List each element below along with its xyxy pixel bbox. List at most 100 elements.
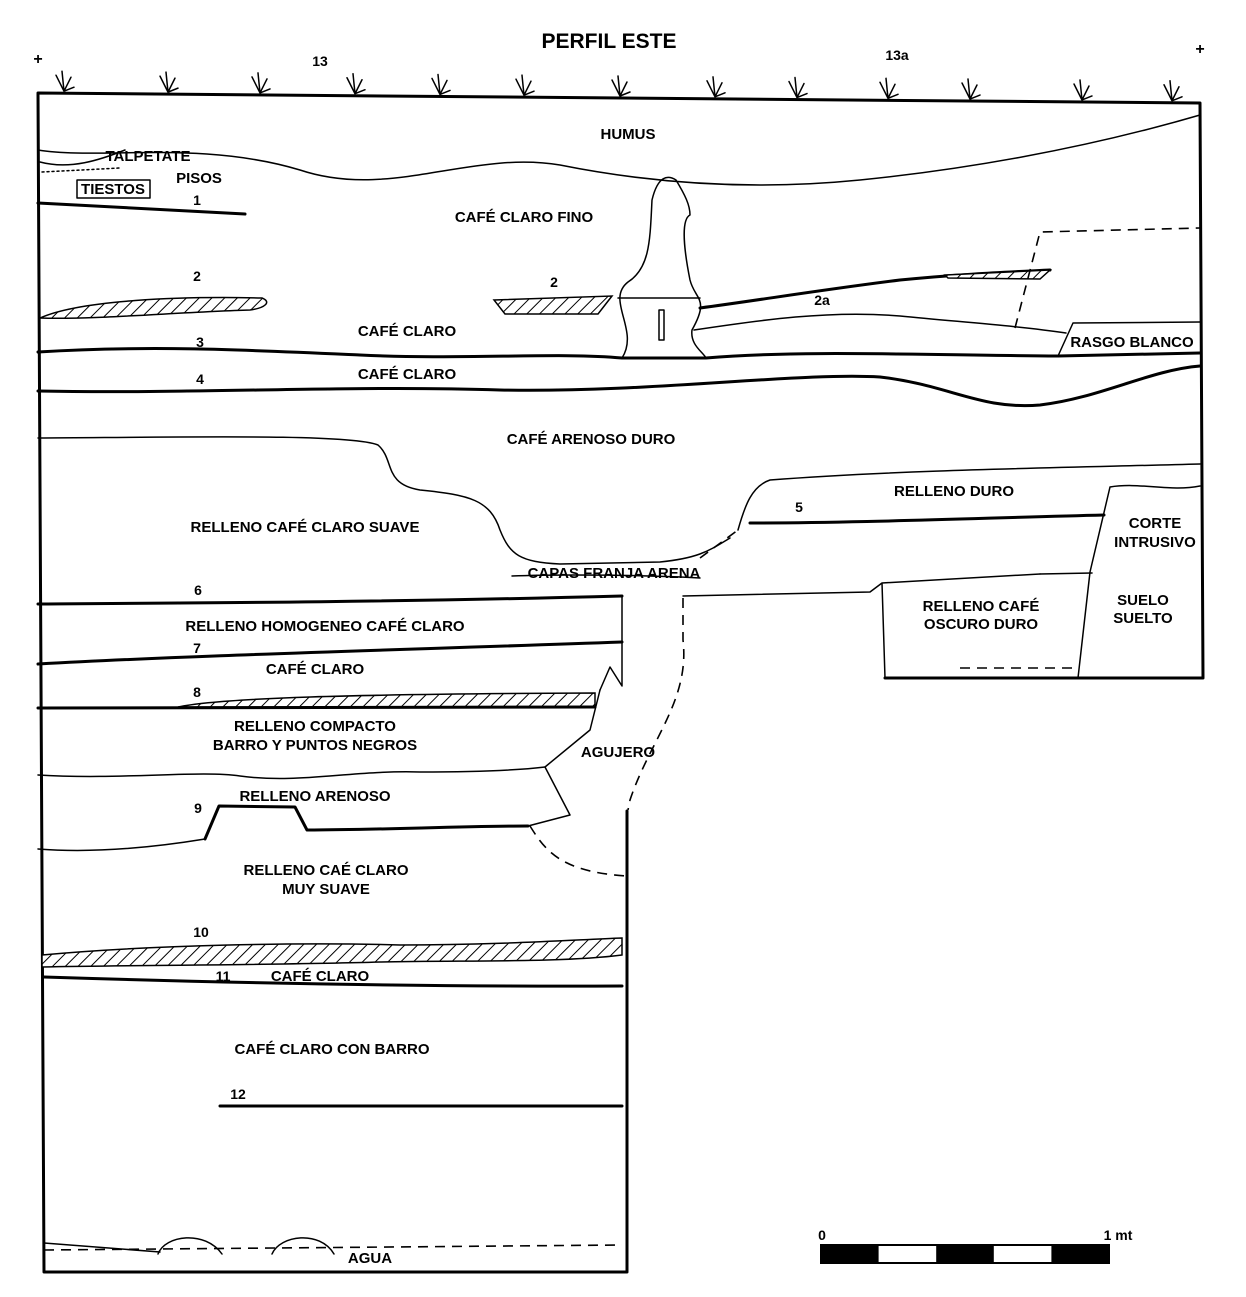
label-relleno-cae-claro-2: MUY SUAVE [282,881,370,898]
agujero-dashed-lower [529,825,628,877]
label-relleno-duro: RELLENO DURO [894,483,1014,500]
floor-number-7: 7 [193,640,201,656]
floor-2a-lower [693,313,1067,334]
talpetate-line [39,149,126,166]
grass-tuft-icon [431,73,451,96]
relleno-compacto-bottom [37,766,546,780]
floor-8-line [36,705,597,710]
label-agujero: AGUJERO [581,744,656,761]
floor-6-line [36,594,624,606]
tiestos-box [76,179,151,199]
relleno-cafe-oscuro-outline [682,573,1041,679]
floor-number-4: 4 [196,371,204,387]
floor-2-hatched-center [492,295,614,315]
floor-number-10: 10 [193,924,209,940]
grid-label-13a: 13a [885,47,909,63]
label-cafe-claro-d: CAFÉ CLARO [271,968,370,985]
grass-tuft-icon [879,77,899,100]
floor-number-2: 2 [193,268,201,284]
humus-boundary [37,114,1201,186]
scale-bar-segment-black [1051,1245,1109,1263]
grass-tuft-icon [961,78,981,100]
grid-label-13: 13 [312,53,328,69]
section-outline [36,91,1205,1274]
grass-tuft-icon [788,76,808,99]
corte-intrusivo-outline [1077,484,1201,679]
floor-9-line [203,804,530,841]
label-suelo-2: SUELTO [1113,610,1173,627]
grass-tufts [55,70,1183,102]
label-capas-franja-arena: CAPAS FRANJA ARENA [528,565,701,582]
floor-7-line [36,640,624,666]
label-cafe-claro-a: CAFÉ CLARO [358,323,457,340]
scale-bar-segment-black [821,1245,879,1263]
drawing-title: PERFIL ESTE [542,30,677,53]
label-relleno-cafe-oscuro-2: OSCURO DURO [924,616,1039,633]
capas-franja-arena-line [511,574,701,579]
label-cafe-claro-c: CAFÉ CLARO [266,661,365,678]
label-relleno-cafe-oscuro-1: RELLENO CAFÉ [923,598,1040,615]
floor-4-line [36,364,1202,408]
grass-tuft-icon [515,74,535,96]
label-corte-1: CORTE [1129,515,1182,532]
label-cafe-claro-fino: CAFÉ CLARO FINO [455,209,594,226]
floor-number-6: 6 [194,582,202,598]
floor-number-1: 1 [193,192,201,208]
label-relleno-cafe-claro-suave: RELLENO CAFÉ CLARO SUAVE [191,519,420,536]
floor-2-hatched-lens [39,296,268,320]
scale-bar-segment-black [936,1245,994,1263]
floor-2a-hatched [943,269,1053,280]
grass-tuft-icon [1163,80,1183,102]
floor-number-11: 11 [216,968,231,984]
grass-tuft-icon [251,72,271,94]
agua-arc-2 [271,1237,335,1255]
floor-number-3: 3 [196,334,204,350]
talpetate-ticks [41,167,121,173]
label-pisos: PISOS [176,170,222,187]
scale-bar-segments [821,1245,1109,1263]
floor-11-line [42,975,624,988]
scale-label-end: 1 mt [1104,1227,1133,1243]
floor-10-hatched [41,937,623,968]
datum-cross-right: + [1195,41,1204,58]
label-relleno-compacto-2: BARRO Y PUNTOS NEGROS [213,737,417,754]
label-cafe-arenoso-duro: CAFÉ ARENOSO DURO [507,431,676,448]
scale-bar: 0 1 mt [818,1227,1133,1264]
label-suelo-1: SUELO [1117,592,1169,609]
grass-tuft-icon [55,70,75,92]
floor-5-dashed [699,529,739,559]
grass-tuft-icon [706,76,726,98]
label-humus: HUMUS [601,126,656,143]
floor-5-line [748,513,1106,525]
label-cafe-claro-b: CAFÉ CLARO [358,366,457,383]
relleno-duro-top [737,463,1201,531]
floor-number-2a: 2a [814,292,830,308]
corte-intrusivo-divider [1039,572,1093,575]
floor-3-line [36,347,1202,360]
label-talpetate: TALPETATE [106,148,191,165]
datum-cross-left: + [33,51,42,68]
grass-tuft-icon [1073,79,1093,101]
label-tiestos: TIESTOS [81,181,145,198]
agua-water-line [43,1244,623,1251]
agua-water-top [43,1242,161,1253]
rasgo-dashed-boundary [1014,227,1201,329]
rasgo-blanco-box [1057,321,1201,357]
agua-arc-1 [157,1237,223,1255]
floor-number-2-center: 2 [550,274,558,290]
floor-8-hatched [177,692,596,708]
floor-number-12: 12 [230,1086,246,1102]
floor-1-line [36,201,247,216]
floor-number-5: 5 [795,499,803,515]
intrusive-pit-feature [619,176,707,359]
grass-tuft-icon [611,75,631,97]
scale-label-start: 0 [818,1227,826,1243]
grass-tuft-icon [346,72,366,95]
arenoso-duro-boundary [37,436,731,565]
agujero-dashed-right [627,598,685,811]
relleno-arenoso-bottom [37,838,206,852]
label-relleno-arenoso: RELLENO ARENOSO [239,788,390,805]
grass-tuft-icon [159,71,179,93]
pit-post-mark [658,309,665,341]
